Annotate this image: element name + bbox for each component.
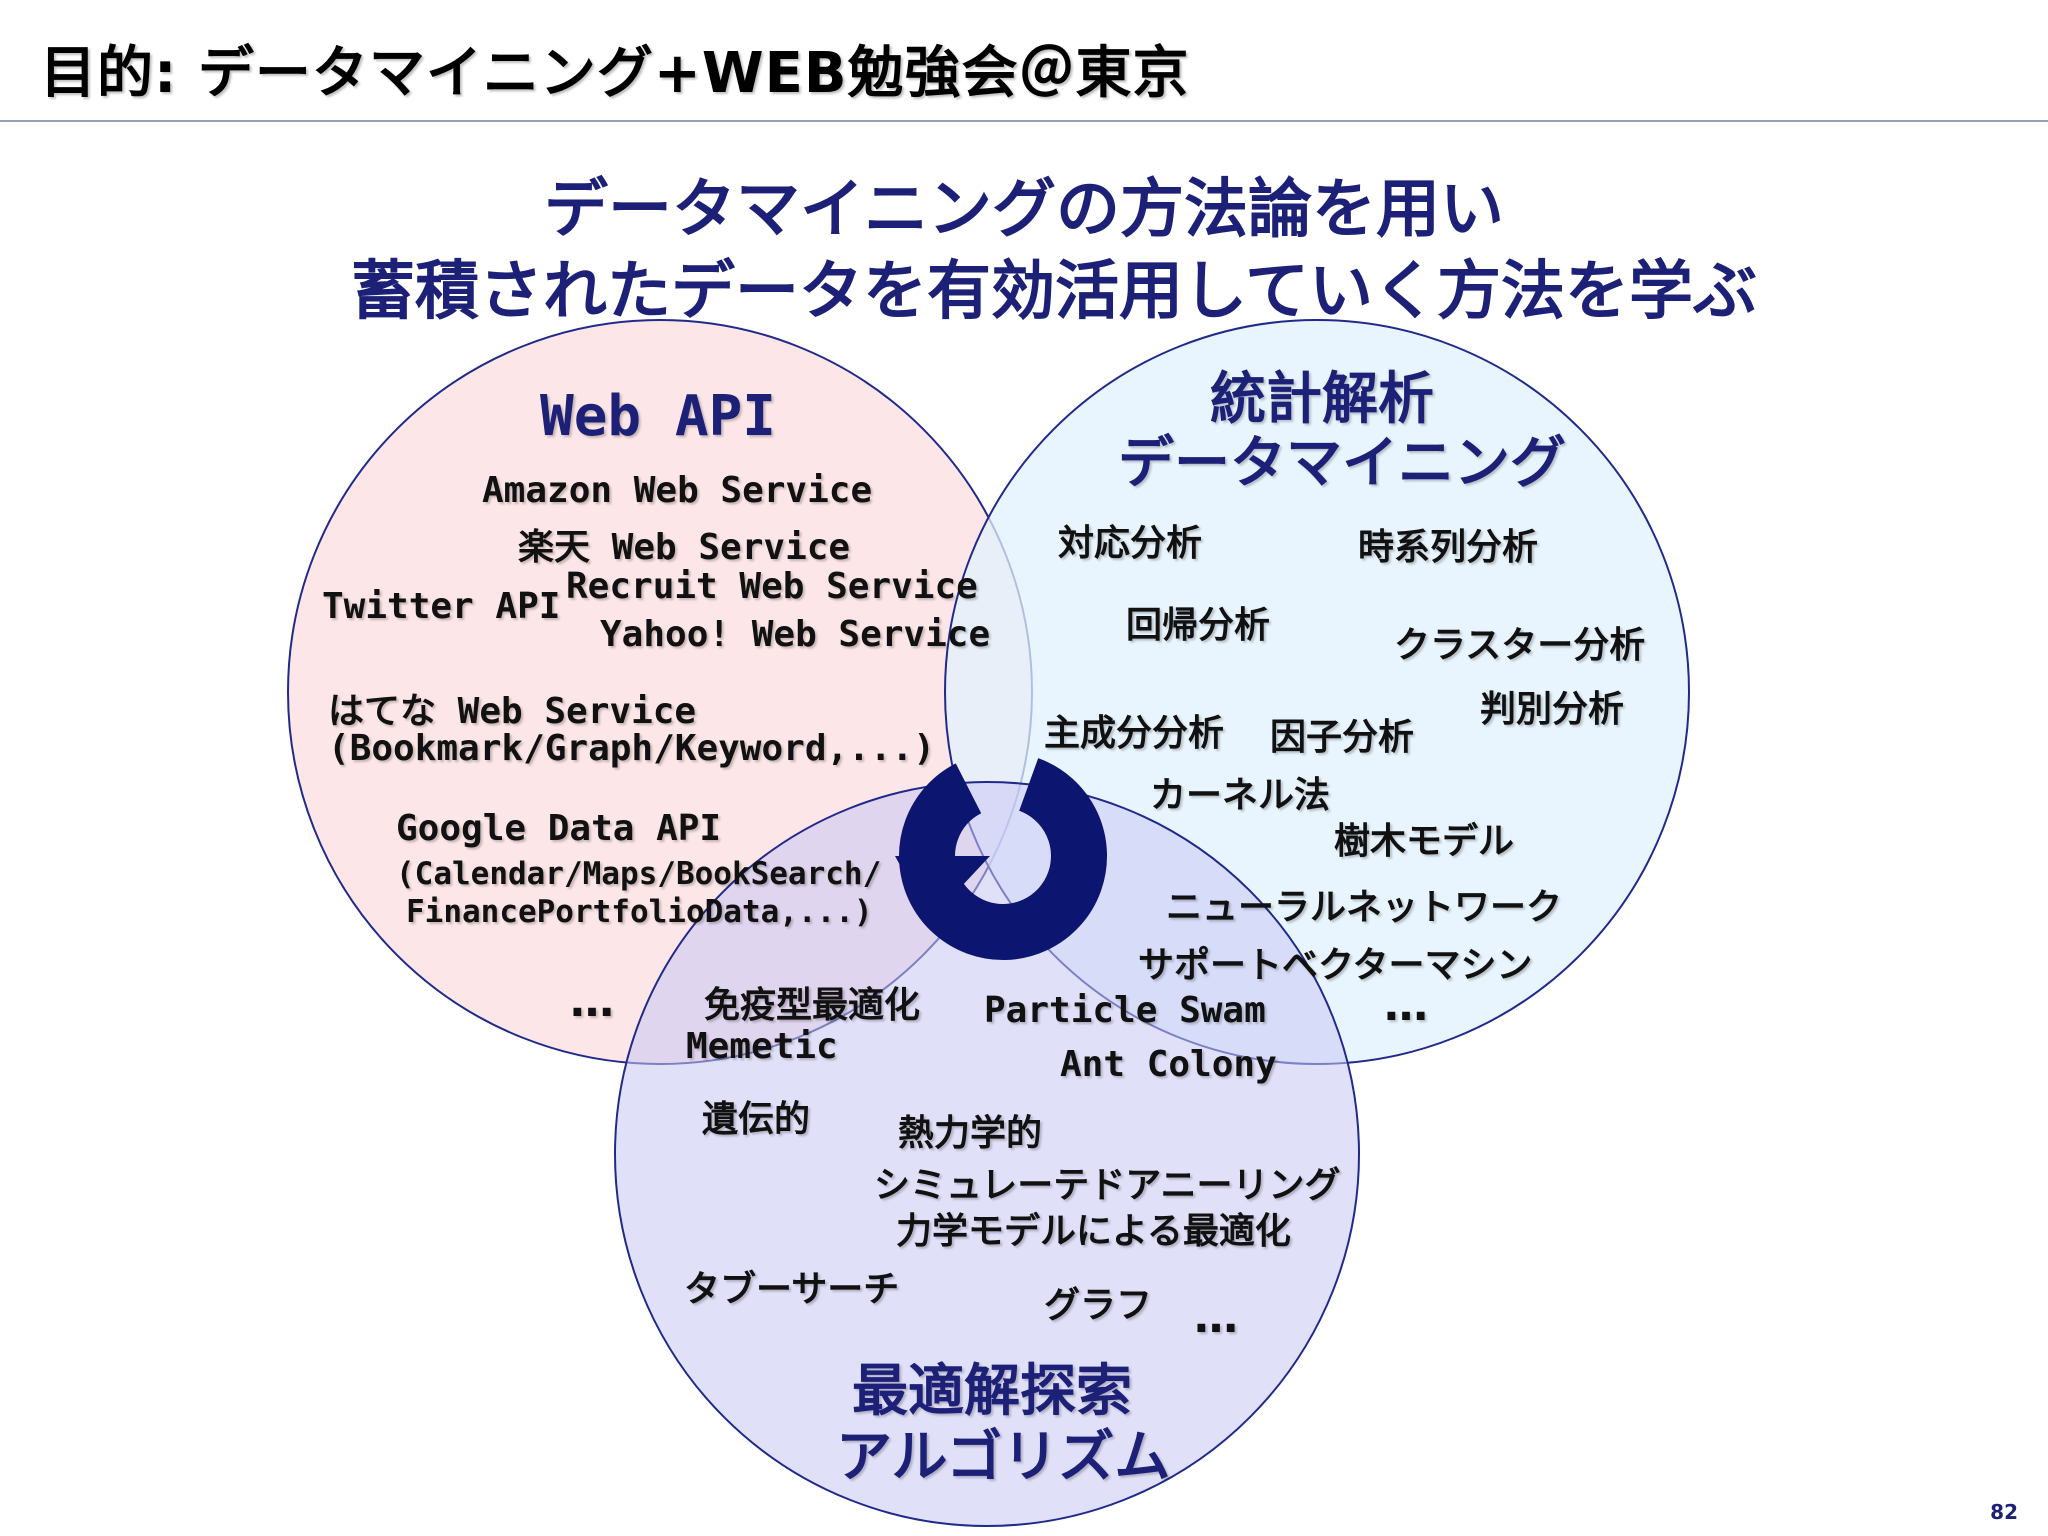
graph-label: グラフ xyxy=(1044,1285,1153,1326)
stats-more: … xyxy=(1384,980,1428,1031)
headline-line-1: データマイニングの方法論を用い xyxy=(544,173,1504,247)
particle-swarm-label: Particle Swam xyxy=(984,990,1266,1031)
regression-analysis-label: 回帰分析 xyxy=(1126,605,1271,646)
pca-label: 主成分分析 xyxy=(1044,713,1225,754)
optim-more: … xyxy=(1194,1292,1238,1343)
google-data-api-label: Google Data API xyxy=(396,808,722,849)
genetic-label: 遺伝的 xyxy=(702,1099,811,1140)
time-series-analysis-label: 時系列分析 xyxy=(1358,527,1539,568)
stats-heading-line-2: データマイニング xyxy=(1118,431,1566,496)
web-api-more: … xyxy=(570,976,614,1027)
mechanical-model-optimization-label: 力学モデルによる最適化 xyxy=(896,1211,1291,1252)
optimization-circle xyxy=(614,781,1360,1527)
slide-title: 目的: データマイニング+WEB勉強会＠東京 xyxy=(40,41,1190,106)
stats-heading-line-1: 統計解析 xyxy=(1210,367,1434,432)
recruit-web-service-label: Recruit Web Service xyxy=(566,566,978,607)
immune-optimization-label: 免疫型最適化 xyxy=(704,985,921,1026)
yahoo-web-service-label: Yahoo! Web Service xyxy=(600,614,991,655)
neural-network-label: ニューラルネットワーク xyxy=(1166,887,1563,928)
thermodynamic-label: 熱力学的 xyxy=(898,1113,1043,1154)
memetic-label: Memetic xyxy=(686,1026,838,1067)
page-number: 82 xyxy=(1990,1500,2018,1524)
simulated-annealing-label: シミュレーテドアニーリング xyxy=(874,1165,1341,1206)
optim-heading-line-2: アルゴリズム xyxy=(836,1425,1171,1490)
tree-model-label: 樹木モデル xyxy=(1334,821,1515,862)
kernel-method-label: カーネル法 xyxy=(1150,775,1331,816)
rakuten-web-service-label: 楽天 Web Service xyxy=(518,527,851,568)
cycle-arrow-icon xyxy=(895,752,1107,960)
ant-colony-label: Ant Colony xyxy=(1060,1044,1277,1085)
optim-heading-line-1: 最適解探索 xyxy=(852,1359,1132,1424)
factor-analysis-label: 因子分析 xyxy=(1270,717,1415,758)
discriminant-analysis-label: 判別分析 xyxy=(1480,689,1625,730)
headline-line-2: 蓄積されたデータを有効活用していく方法を学ぶ xyxy=(350,255,1758,329)
svm-label: サポートベクターマシン xyxy=(1138,945,1533,986)
twitter-api-label: Twitter API xyxy=(322,586,561,627)
title-divider xyxy=(0,120,2048,122)
hatena-web-service-label: はてな Web Service xyxy=(328,691,697,732)
hatena-services-list: (Bookmark/Graph/Keyword,...) xyxy=(328,728,935,769)
amazon-web-service-label: Amazon Web Service xyxy=(482,470,873,511)
cluster-analysis-label: クラスター分析 xyxy=(1394,625,1646,666)
google-services-list-1: (Calendar/Maps/BookSearch/ xyxy=(396,856,882,892)
web-api-heading: Web API xyxy=(540,384,777,449)
tabu-search-label: タブーサーチ xyxy=(684,1269,900,1310)
correspondence-analysis-label: 対応分析 xyxy=(1058,523,1203,564)
google-services-list-2: FinancePortfolioData,...) xyxy=(406,894,873,930)
